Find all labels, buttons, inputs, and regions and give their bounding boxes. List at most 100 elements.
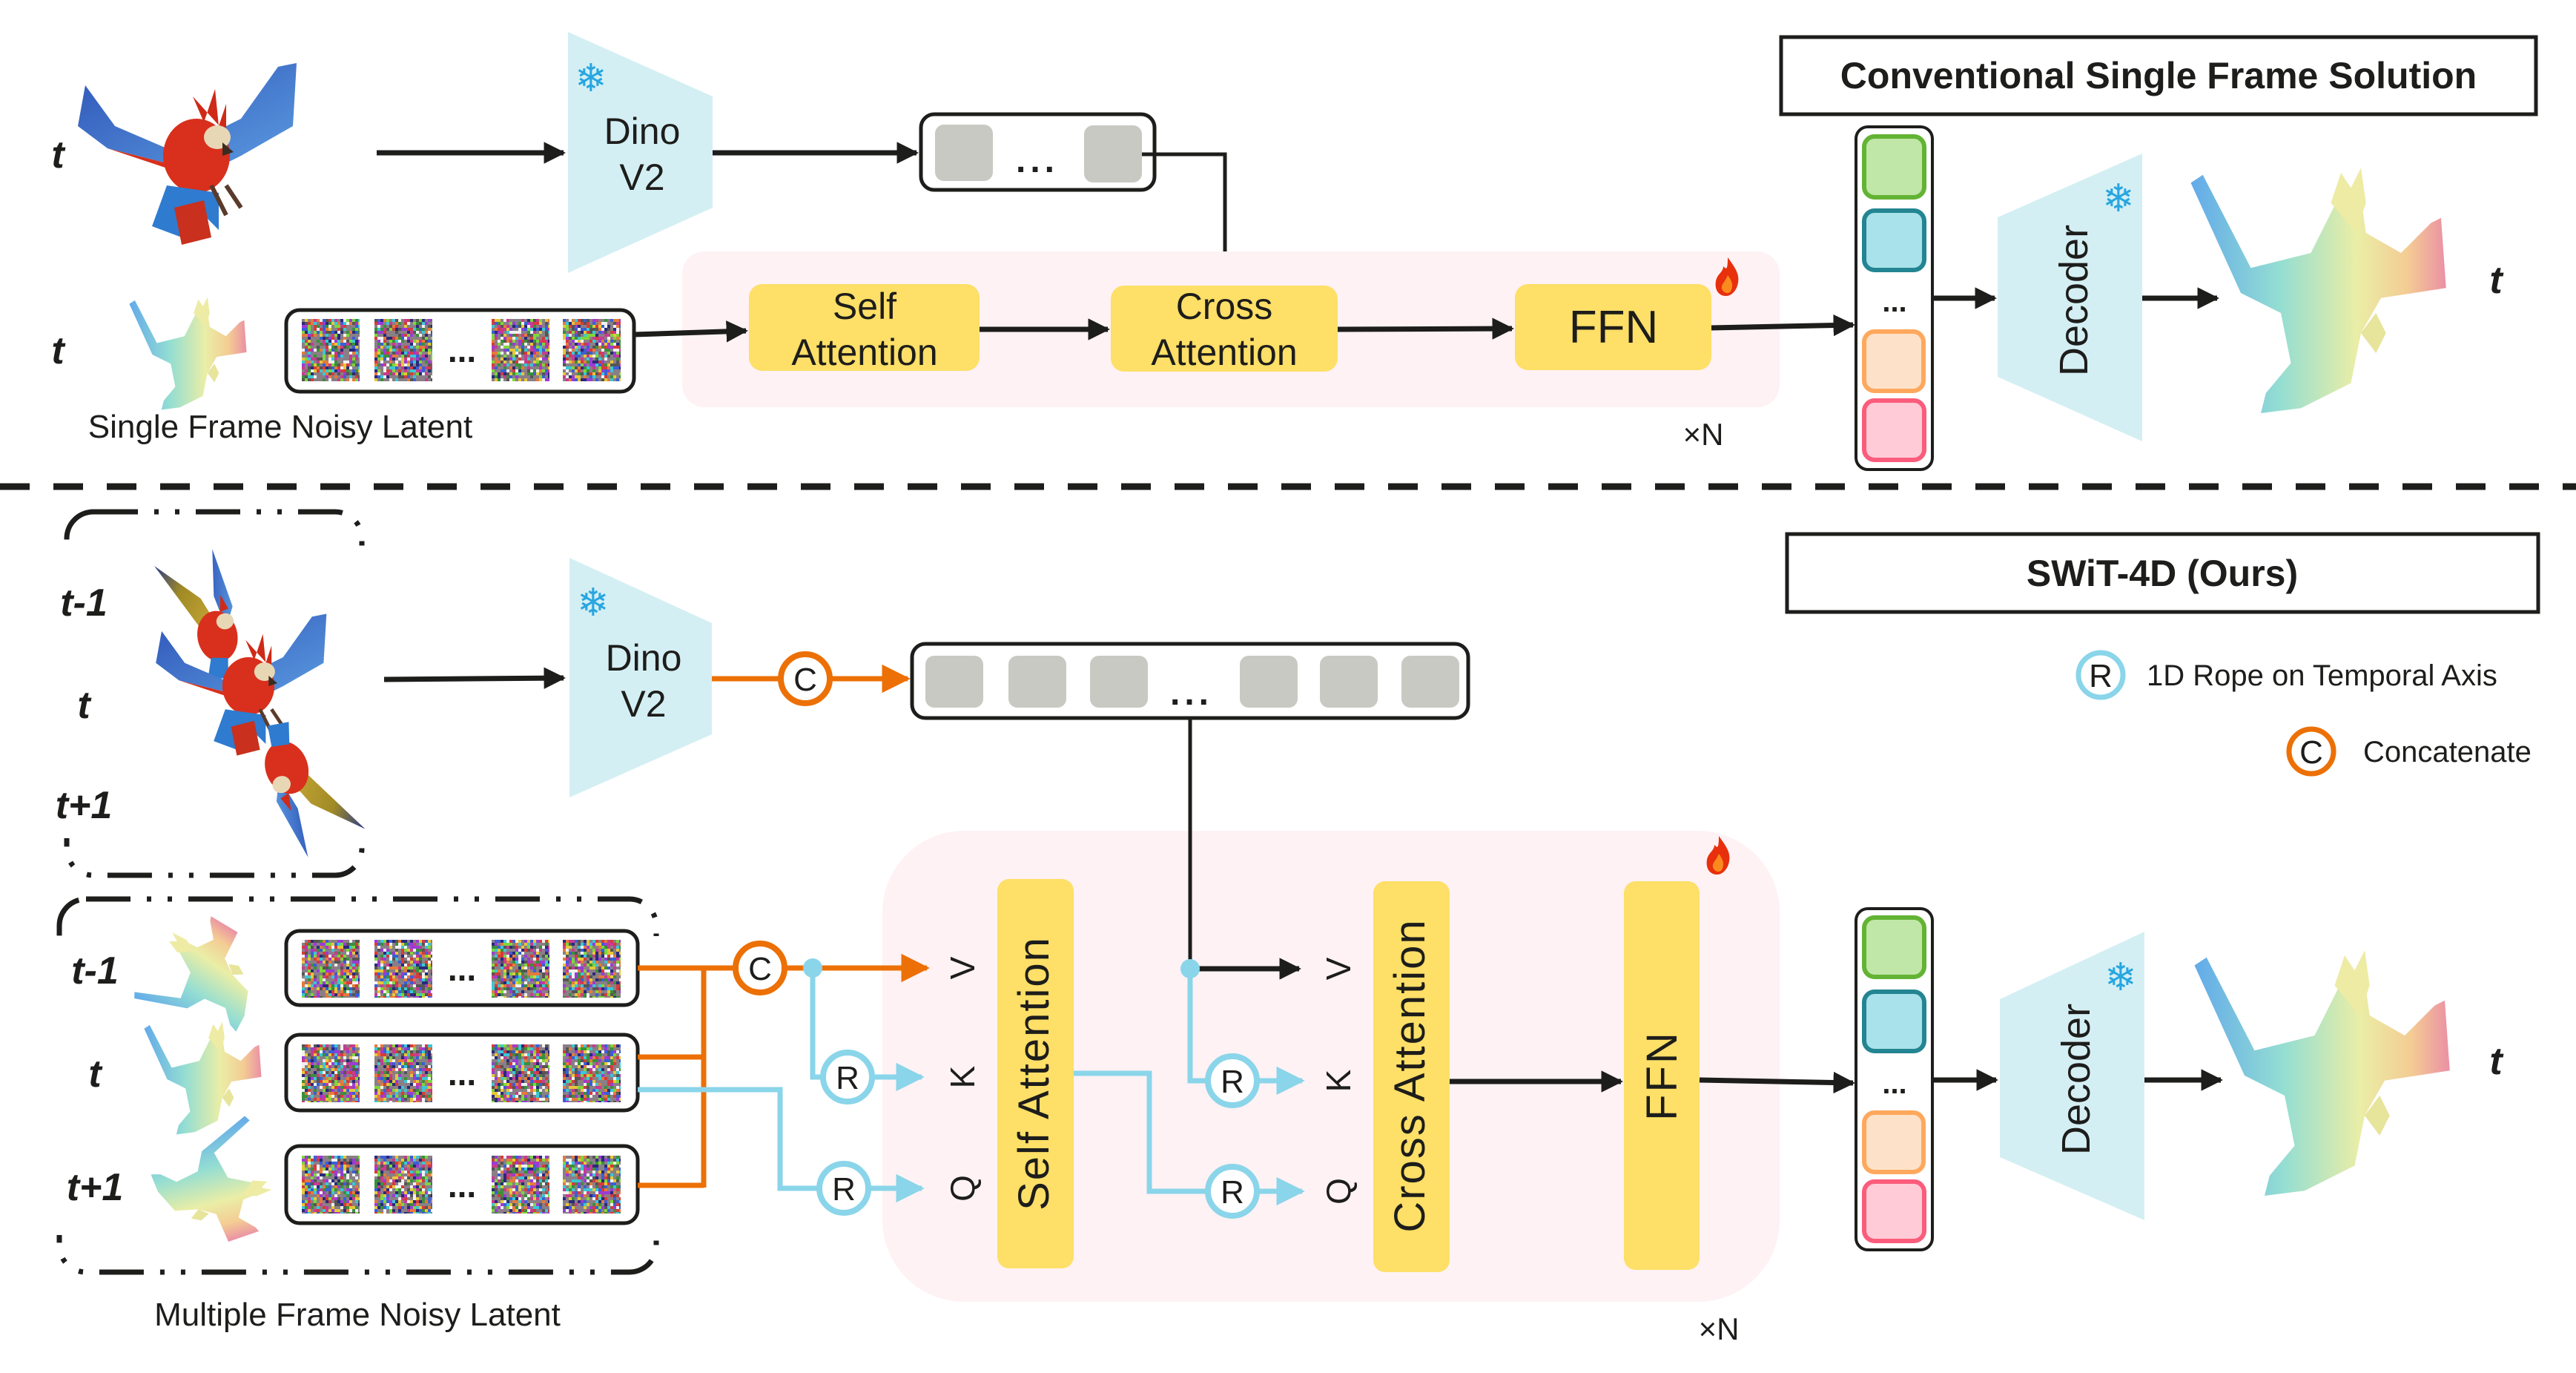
bottom-noisy-latent-box-t — [284, 1033, 640, 1113]
condition-token — [1320, 656, 1378, 708]
noise-patch — [302, 1156, 360, 1214]
rope-icon — [2075, 650, 2126, 700]
bottom-self-attention-label: Self Attention — [1010, 936, 1058, 1211]
cross-attention-k-label: K — [1319, 1069, 1358, 1092]
top-self-attention-line2: Attention — [791, 332, 937, 373]
self-attention-k-label: K — [943, 1065, 982, 1088]
top-arrow-tokens-to-cross-attention — [1142, 152, 1238, 283]
bottom-self-attention-block — [997, 879, 1074, 1268]
bottom-arrow-ffn-to-output-tokens — [1699, 1071, 1855, 1094]
condition-token — [925, 656, 983, 708]
bottom-ffn-block — [1624, 881, 1700, 1270]
top-encoder-label-line2: V2 — [619, 157, 664, 198]
bottom-condition-token-row — [925, 656, 1459, 708]
bottom-arrow-images-to-encoder — [383, 667, 566, 689]
output-token-orange — [1862, 329, 1926, 393]
bottom-line-concat-to-key — [810, 968, 823, 1080]
bottom-cross-attention-block — [1373, 881, 1450, 1272]
bottom-input-label-t: t — [77, 684, 92, 727]
output-token-pink — [1862, 398, 1926, 462]
noise-patch — [563, 940, 621, 998]
noise-patch — [492, 319, 549, 381]
top-latent-mesh-image — [129, 297, 247, 410]
bottom-decoder-label: Decoder — [2054, 1004, 2098, 1155]
top-cross-attention-block — [1111, 286, 1338, 372]
snowflake-icon: ❄ — [2102, 177, 2135, 220]
bottom-transformer-panel — [882, 831, 1780, 1302]
top-arrow-latent-to-self-attention — [633, 320, 748, 343]
snowflake-icon: ❄ — [577, 582, 610, 625]
top-input-image — [78, 63, 297, 245]
condition-token — [1240, 656, 1298, 708]
bottom-self-key-rope-symbol: R — [836, 1060, 859, 1096]
top-decoder — [1998, 154, 2142, 441]
bottom-input-label-t+1: t+1 — [56, 784, 113, 827]
top-output-token-ellipsis: ... — [1882, 286, 1906, 318]
bottom-cross-attention-label: Cross Attention — [1386, 918, 1434, 1232]
bottom-cross-key-rope-symbol: R — [1221, 1064, 1244, 1100]
bottom-decoder — [2000, 932, 2144, 1220]
bottom-latent-label-t: t — [88, 1053, 103, 1096]
bottom-latent-caption: Multiple Frame Noisy Latent — [154, 1297, 561, 1333]
snowflake-icon: ❄ — [575, 57, 607, 100]
bottom-latent-ellipsis: ... — [448, 1054, 476, 1093]
bottom-encoder-concat-symbol: C — [793, 662, 817, 698]
bottom-section: SWiT-4D (Ours) R 1D Rope on Temporal Axi… — [52, 509, 2540, 1346]
bottom-output-token-ellipsis: ... — [1882, 1067, 1906, 1100]
branch-dot — [803, 958, 822, 978]
legend: R 1D Rope on Temporal Axis C Concatenate — [2075, 650, 2532, 777]
noise-patch — [374, 319, 432, 381]
top-latent-caption: Single Frame Noisy Latent — [88, 409, 472, 445]
bottom-cross-query-rope-symbol: R — [1221, 1174, 1244, 1211]
bottom-output-time-label: t — [2489, 1040, 2504, 1083]
noise-patch — [492, 1156, 549, 1214]
top-input-time-label: t — [51, 134, 66, 177]
top-decoder-label: Decoder — [2052, 225, 2096, 376]
latent-concat-bus — [638, 965, 736, 1188]
legend-rope-label: 1D Rope on Temporal Axis — [2147, 659, 2497, 692]
bottom-ffn-label: FFN — [1638, 1030, 1686, 1121]
bottom-latent-concat-symbol: C — [748, 951, 772, 987]
cross-attention-v-label: V — [1319, 957, 1358, 980]
bottom-latent-label-t-1: t-1 — [71, 949, 119, 992]
top-encoder-dinov2 — [568, 32, 713, 273]
bottom-input-label-t-1: t-1 — [60, 582, 108, 625]
bottom-encoder-label-line2: V2 — [621, 683, 666, 725]
condition-token — [1401, 656, 1459, 708]
bottom-encoder-dinov2 — [569, 558, 712, 797]
legend-rope-symbol: R — [2089, 658, 2113, 694]
flame-icon — [1715, 257, 1739, 296]
bottom-token-ellipsis: ... — [1170, 674, 1213, 713]
bottom-latent-label-t+1: t+1 — [67, 1166, 124, 1209]
top-cross-attention-line1: Cross — [1176, 286, 1273, 327]
cross-attention-q-label: Q — [1319, 1178, 1358, 1205]
branch-dot — [1180, 959, 1200, 978]
legend-concat-label: Concatenate — [2363, 736, 2532, 768]
bottom-line-current-frame-to-query — [638, 1087, 819, 1191]
output-token-green — [1862, 915, 1926, 979]
output-token-green — [1862, 134, 1926, 200]
snowflake-icon: ❄ — [2104, 956, 2137, 999]
noise-patch — [563, 1156, 621, 1214]
noise-patch — [563, 319, 621, 381]
top-ffn-label: FFN — [1569, 302, 1659, 353]
bottom-encoder-label-line1: Dino — [606, 637, 682, 679]
concat-icon — [2286, 726, 2336, 777]
legend-concat-symbol: C — [2299, 734, 2323, 771]
condition-token — [1090, 656, 1148, 708]
top-latent-ellipsis: ... — [448, 331, 476, 369]
noise-patch — [492, 1044, 549, 1102]
noise-patch — [374, 1156, 432, 1214]
condition-token — [935, 125, 993, 181]
bottom-latent-ellipsis: ... — [448, 949, 476, 988]
top-arrow-ffn-to-output-tokens — [1711, 314, 1855, 337]
self-attention-q-label: Q — [943, 1175, 982, 1202]
legend-item-concat: C Concatenate — [2286, 726, 2532, 777]
top-cross-attention-line2: Attention — [1151, 332, 1297, 373]
output-token-teal — [1862, 990, 1926, 1053]
bottom-line-tokens-to-cross-key — [1187, 969, 1209, 1084]
bottom-latent-ellipsis: ... — [448, 1166, 476, 1205]
top-title-box — [1779, 35, 2538, 116]
bottom-title-box — [1785, 532, 2540, 614]
